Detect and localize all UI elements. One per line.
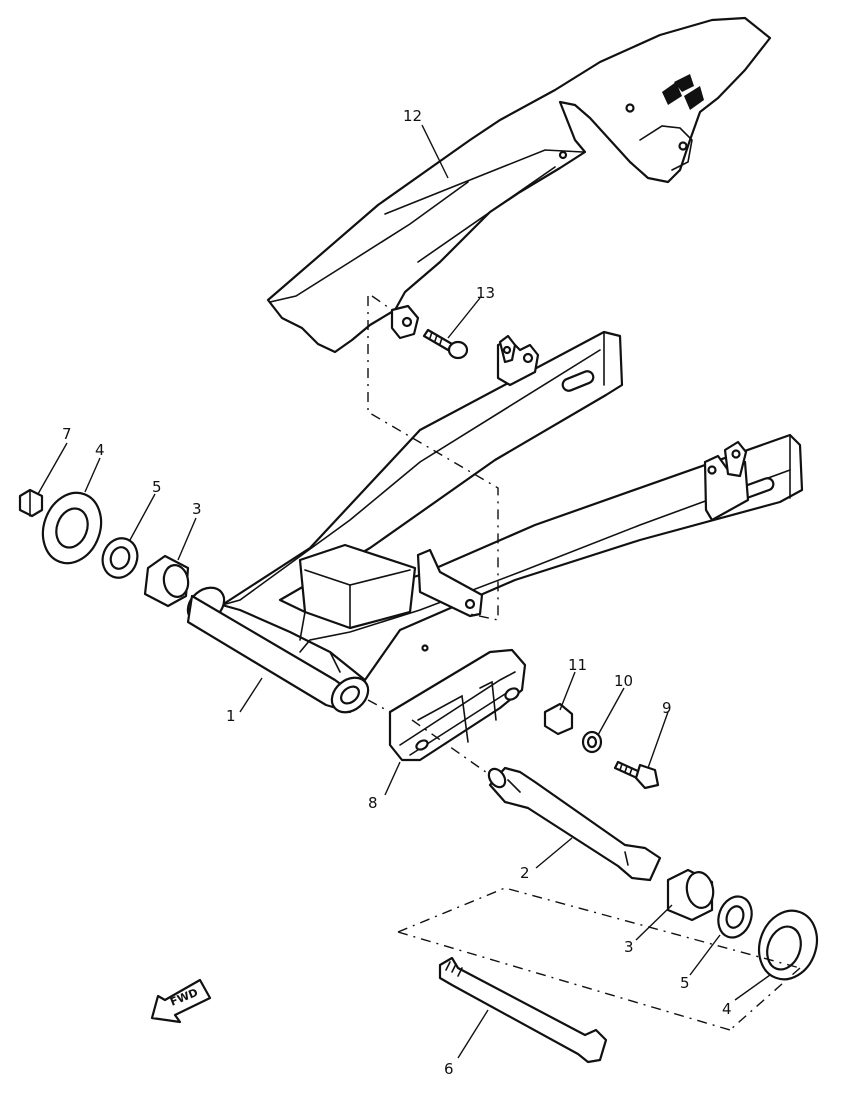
- callout-2: 2: [520, 864, 530, 882]
- guard-mounting-tab: [390, 304, 420, 340]
- forward-direction-arrow: FWD: [150, 978, 212, 1024]
- chain-slider: [388, 648, 527, 762]
- swingarm: [186, 330, 804, 714]
- callout-5-lower: 5: [680, 974, 690, 992]
- chain-guard-bolt: [422, 328, 469, 360]
- callout-11: 11: [568, 656, 587, 674]
- callout-10: 10: [614, 672, 633, 690]
- callout-4-lower: 4: [722, 1000, 732, 1018]
- leader-lines: [37, 124, 771, 1059]
- collar: [543, 702, 574, 736]
- callout-4-upper: 4: [95, 441, 105, 459]
- small-washer: [581, 730, 603, 754]
- pivot-shaft: [487, 766, 662, 882]
- callout-1: 1: [226, 707, 236, 725]
- callout-3-lower: 3: [624, 938, 634, 956]
- callout-labels: 12 13 7 4 5 3 1 11 10 9 8 2 3 5 4 6: [62, 107, 732, 1078]
- chain-guard: [266, 16, 772, 354]
- callout-6: 6: [444, 1060, 454, 1078]
- callout-9: 9: [662, 699, 672, 717]
- callout-5-upper: 5: [152, 478, 162, 496]
- washer-right: [717, 895, 753, 939]
- callout-13: 13: [476, 284, 495, 302]
- nut: [18, 488, 44, 518]
- callout-8: 8: [368, 794, 378, 812]
- assembly-lines: [367, 295, 801, 1031]
- bushing-right: [666, 868, 715, 922]
- screw: [613, 760, 660, 790]
- callout-12: 12: [403, 107, 422, 125]
- pivot-bolt: [438, 956, 608, 1064]
- callout-3-upper: 3: [192, 500, 202, 518]
- callout-7: 7: [62, 425, 72, 443]
- oil-seal-right: [757, 909, 819, 981]
- washer-left: [101, 537, 139, 579]
- bushing-left: [143, 554, 190, 608]
- oil-seal-left: [41, 491, 103, 565]
